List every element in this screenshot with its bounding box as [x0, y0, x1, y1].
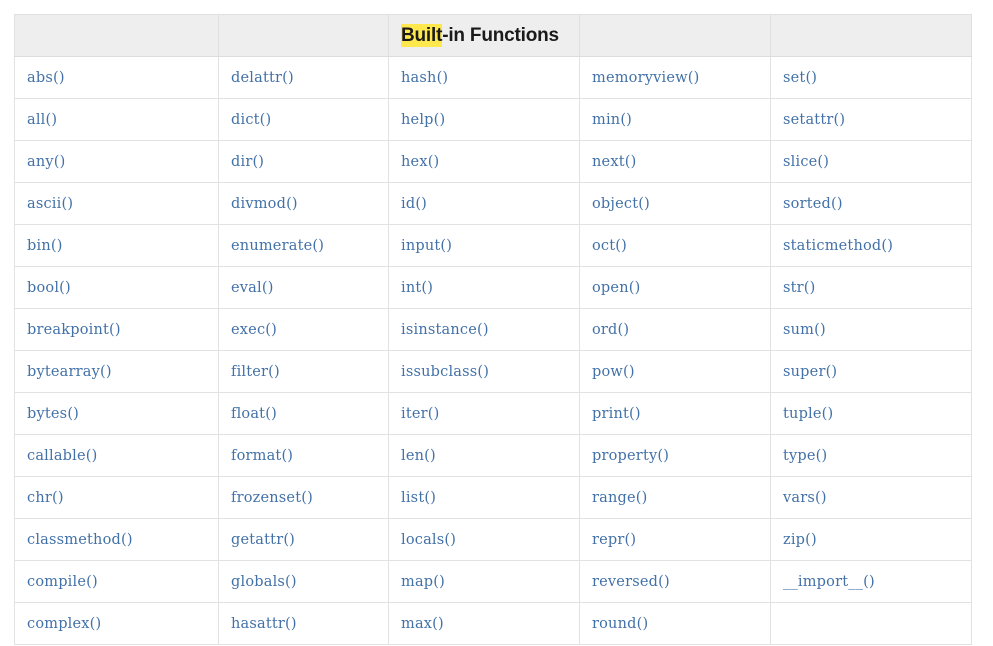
table-row: callable()format()len()property()type()	[14, 434, 972, 477]
table-cell-function[interactable]: min()	[579, 98, 771, 141]
table-cell-function[interactable]: staticmethod()	[770, 224, 972, 267]
table-cell-function[interactable]: type()	[770, 434, 972, 477]
table-cell-function[interactable]: setattr()	[770, 98, 972, 141]
table-row: bytearray()filter()issubclass()pow()supe…	[14, 350, 972, 393]
header-cell-5	[770, 14, 972, 57]
table-cell-function[interactable]: chr()	[14, 476, 219, 519]
table-cell-function[interactable]: issubclass()	[388, 350, 580, 393]
table-row: bytes()float()iter()print()tuple()	[14, 392, 972, 435]
table-cell-function[interactable]: id()	[388, 182, 580, 225]
table-cell-function[interactable]: property()	[579, 434, 771, 477]
table-cell-function[interactable]: list()	[388, 476, 580, 519]
table-row: breakpoint()exec()isinstance()ord()sum()	[14, 308, 972, 351]
table-row: classmethod()getattr()locals()repr()zip(…	[14, 518, 972, 561]
page-title-highlight: Built	[401, 23, 443, 47]
builtin-functions-table: Built-in Functions abs()delattr()hash()m…	[14, 14, 972, 645]
table-cell-function[interactable]: classmethod()	[14, 518, 219, 561]
table-cell-function[interactable]: exec()	[218, 308, 389, 351]
table-cell-function[interactable]: len()	[388, 434, 580, 477]
page-title: Built-in Functions	[401, 23, 559, 47]
table-cell-function[interactable]: slice()	[770, 140, 972, 183]
table-row: compile()globals()map()reversed()__impor…	[14, 560, 972, 603]
table-cell-function[interactable]: bool()	[14, 266, 219, 309]
table-cell-function[interactable]: bytes()	[14, 392, 219, 435]
table-cell-function[interactable]: bytearray()	[14, 350, 219, 393]
table-cell-function[interactable]: str()	[770, 266, 972, 309]
table-cell-function[interactable]: vars()	[770, 476, 972, 519]
table-cell-function[interactable]: globals()	[218, 560, 389, 603]
table-cell-function[interactable]: next()	[579, 140, 771, 183]
table-cell-function[interactable]: reversed()	[579, 560, 771, 603]
header-cell-2	[218, 14, 389, 57]
header-cell-title: Built-in Functions	[388, 14, 580, 57]
table-cell-function[interactable]: abs()	[14, 56, 219, 99]
table-cell-function[interactable]: tuple()	[770, 392, 972, 435]
table-cell-function[interactable]: dict()	[218, 98, 389, 141]
table-cell-function[interactable]: print()	[579, 392, 771, 435]
table-row: any()dir()hex()next()slice()	[14, 140, 972, 183]
table-cell-function[interactable]: hex()	[388, 140, 580, 183]
table-cell-function[interactable]: format()	[218, 434, 389, 477]
builtin-functions-table-container: Built-in Functions abs()delattr()hash()m…	[14, 14, 972, 645]
table-cell-function[interactable]: any()	[14, 140, 219, 183]
table-cell-function[interactable]: input()	[388, 224, 580, 267]
table-row: chr()frozenset()list()range()vars()	[14, 476, 972, 519]
table-cell-function[interactable]: frozenset()	[218, 476, 389, 519]
table-cell-function[interactable]: ord()	[579, 308, 771, 351]
table-cell-function[interactable]: filter()	[218, 350, 389, 393]
table-cell-function[interactable]: divmod()	[218, 182, 389, 225]
table-row: bin()enumerate()input()oct()staticmethod…	[14, 224, 972, 267]
table-body: abs()delattr()hash()memoryview()set()all…	[14, 56, 972, 645]
table-cell-function[interactable]: sum()	[770, 308, 972, 351]
table-cell-function[interactable]: super()	[770, 350, 972, 393]
table-header: Built-in Functions	[14, 14, 972, 57]
table-row: bool()eval()int()open()str()	[14, 266, 972, 309]
table-row: all()dict()help()min()setattr()	[14, 98, 972, 141]
table-cell-function[interactable]: set()	[770, 56, 972, 99]
table-cell-function[interactable]: bin()	[14, 224, 219, 267]
table-cell-function[interactable]: dir()	[218, 140, 389, 183]
table-cell-function[interactable]: range()	[579, 476, 771, 519]
header-cell-1	[14, 14, 219, 57]
table-cell-function[interactable]: map()	[388, 560, 580, 603]
table-row: ascii()divmod()id()object()sorted()	[14, 182, 972, 225]
table-cell-function[interactable]: delattr()	[218, 56, 389, 99]
table-cell-function[interactable]: iter()	[388, 392, 580, 435]
table-cell-function[interactable]: all()	[14, 98, 219, 141]
table-cell-function[interactable]: breakpoint()	[14, 308, 219, 351]
table-cell-function[interactable]: complex()	[14, 602, 219, 645]
table-row: complex()hasattr()max()round()	[14, 602, 972, 645]
table-cell-function[interactable]: zip()	[770, 518, 972, 561]
table-header-row: Built-in Functions	[14, 14, 972, 57]
table-cell-function[interactable]: max()	[388, 602, 580, 645]
table-cell-function[interactable]: sorted()	[770, 182, 972, 225]
table-cell-function[interactable]: hasattr()	[218, 602, 389, 645]
table-cell-function[interactable]: getattr()	[218, 518, 389, 561]
table-cell-function[interactable]: object()	[579, 182, 771, 225]
table-cell-function[interactable]: callable()	[14, 434, 219, 477]
table-cell-function[interactable]: eval()	[218, 266, 389, 309]
page-title-rest: -in Functions	[442, 24, 559, 46]
table-cell-empty	[770, 602, 972, 645]
table-cell-function[interactable]: round()	[579, 602, 771, 645]
header-cell-4	[579, 14, 771, 57]
table-cell-function[interactable]: float()	[218, 392, 389, 435]
table-cell-function[interactable]: help()	[388, 98, 580, 141]
table-cell-function[interactable]: compile()	[14, 560, 219, 603]
table-cell-function[interactable]: int()	[388, 266, 580, 309]
table-cell-function[interactable]: hash()	[388, 56, 580, 99]
table-cell-function[interactable]: oct()	[579, 224, 771, 267]
table-row: abs()delattr()hash()memoryview()set()	[14, 56, 972, 99]
table-cell-function[interactable]: repr()	[579, 518, 771, 561]
table-cell-function[interactable]: enumerate()	[218, 224, 389, 267]
table-cell-function[interactable]: locals()	[388, 518, 580, 561]
table-cell-function[interactable]: __import__()	[770, 560, 972, 603]
table-cell-function[interactable]: memoryview()	[579, 56, 771, 99]
table-cell-function[interactable]: pow()	[579, 350, 771, 393]
table-cell-function[interactable]: open()	[579, 266, 771, 309]
table-cell-function[interactable]: isinstance()	[388, 308, 580, 351]
table-cell-function[interactable]: ascii()	[14, 182, 219, 225]
